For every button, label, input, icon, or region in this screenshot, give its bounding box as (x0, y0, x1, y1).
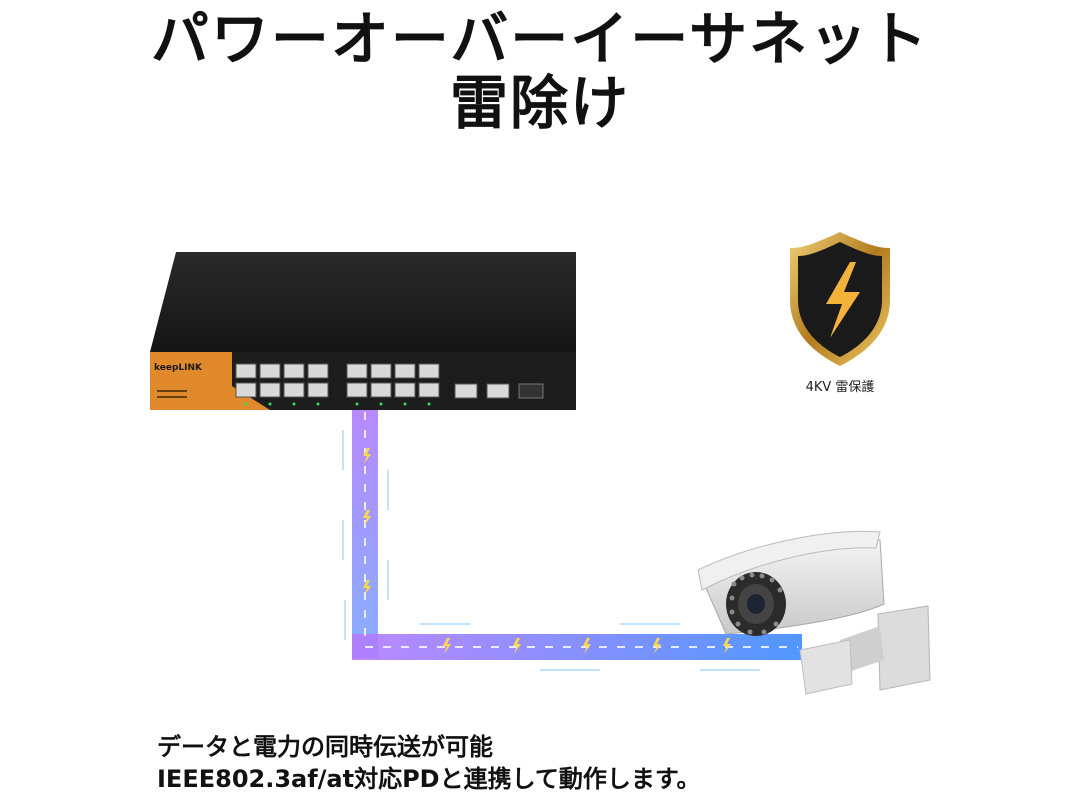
sfp-port (518, 383, 544, 399)
page-title-line2: 雷除け (449, 69, 630, 137)
rj45-ports-9-16 (346, 363, 440, 398)
poe-cable (342, 408, 802, 671)
protection-label: 4KV 雷保護 (805, 380, 875, 395)
security-camera (697, 530, 931, 695)
caption-line1: データと電力の同時伝送が可能 (157, 733, 493, 761)
lightning-shield-icon (790, 232, 890, 366)
caption-line2: IEEE802.3af/at対応PDと連携して動作します。 (157, 765, 701, 793)
poe-switch: keepLINK (150, 252, 576, 410)
uplink-ports (454, 383, 510, 399)
page-title-line1: パワーオーバーイーサネット (150, 5, 930, 73)
rj45-ports-1-8 (235, 363, 329, 398)
switch-brand: keepLINK (154, 363, 203, 373)
